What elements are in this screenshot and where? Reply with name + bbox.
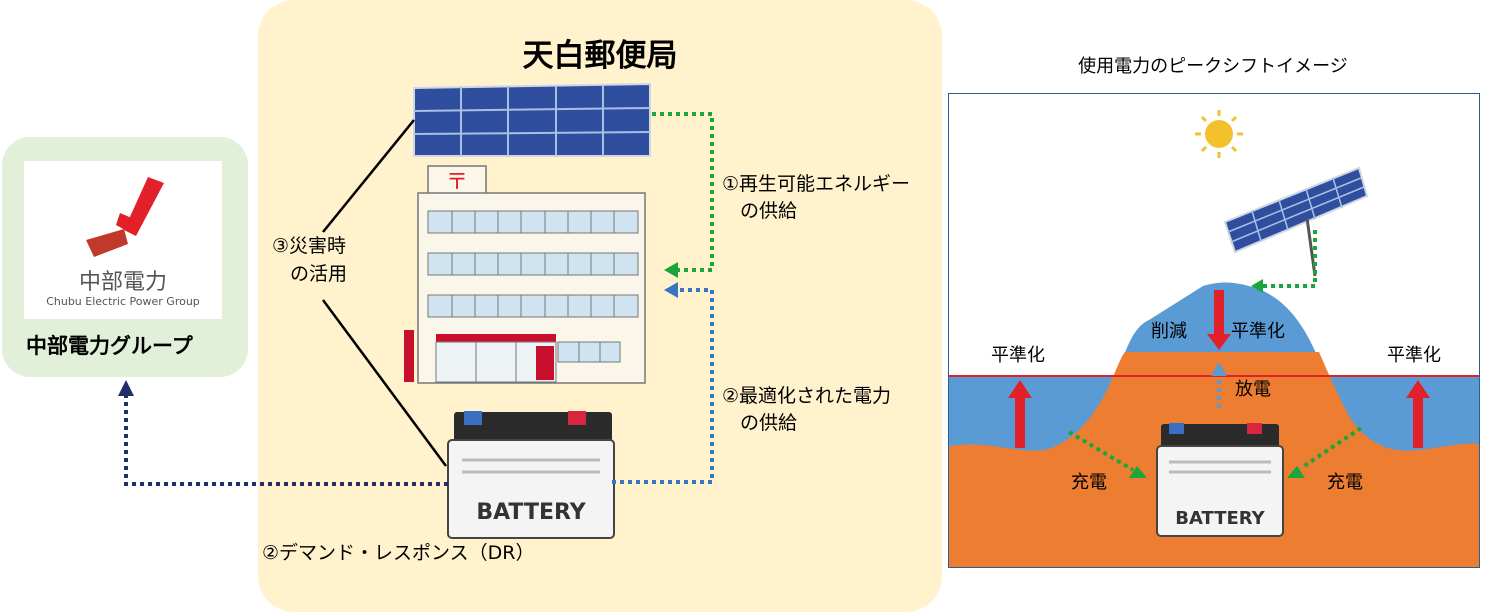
demand-response-label: ②デマンド・レスポンス（DR） xyxy=(262,542,535,564)
charge-left-label: 充電 xyxy=(1071,472,1107,493)
peak-battery-label: BATTERY xyxy=(1175,508,1265,529)
post-office-building-icon: 〒 xyxy=(404,165,646,384)
demand-response-arrow xyxy=(124,394,448,486)
charge-left-arrowhead-icon xyxy=(1129,466,1147,478)
renewable-label-2: の供給 xyxy=(740,200,798,222)
demand-response-arrowhead-icon xyxy=(118,380,134,396)
office-title: 天白郵便局 xyxy=(522,38,678,74)
optimized-label-2: の供給 xyxy=(740,412,798,434)
moon-right-icon xyxy=(1420,116,1445,157)
logo-subtitle: Chubu Electric Power Group xyxy=(46,295,200,308)
company-logo: 中部電力 Chubu Electric Power Group xyxy=(24,161,222,319)
renewable-arrowhead-icon xyxy=(664,262,678,278)
disaster-label-2: の活用 xyxy=(290,263,348,285)
peak-shift-illustration: BATTERY xyxy=(949,110,1479,567)
optimized-label-1: ②最適化された電力 xyxy=(722,385,892,407)
logo-mark-icon xyxy=(86,177,164,257)
levelize-left-label: 平準化 xyxy=(991,345,1045,366)
renewable-label-1: ①再生可能エネルギー xyxy=(722,173,911,195)
optimized-arrowhead-icon xyxy=(664,282,678,298)
disaster-label-1: ③災害時 xyxy=(272,235,347,257)
battery-icon: BATTERY xyxy=(447,411,615,539)
logo-name: 中部電力 xyxy=(78,270,167,295)
charge-right-arrowhead-icon xyxy=(1287,466,1305,478)
svg-text:〒: 〒 xyxy=(446,170,468,195)
battery-label: BATTERY xyxy=(476,500,586,525)
peak-battery-icon: BATTERY xyxy=(1156,423,1284,537)
levelize-right-label: 平準化 xyxy=(1387,345,1441,366)
optimized-supply-arrow xyxy=(612,288,714,484)
peak-shift-panel: BATTERY 平準化 平準化 削減 平準化 放電 充電 充電 xyxy=(948,93,1480,568)
group-title: 中部電力グループ xyxy=(26,334,193,358)
level-up-right-arrow-icon xyxy=(1406,380,1430,448)
solar-panel-icon xyxy=(413,82,651,157)
charge-right-label: 充電 xyxy=(1327,472,1363,493)
solar-to-peak-arrowhead-icon xyxy=(1251,279,1263,293)
reduce-arrow-icon xyxy=(1207,290,1231,350)
solar-to-peak-arrow xyxy=(1261,230,1317,288)
levelize-center-label: 平準化 xyxy=(1231,321,1285,342)
peak-shift-title: 使用電力のピークシフトイメージ xyxy=(1078,56,1348,77)
discharge-label: 放電 xyxy=(1235,379,1271,400)
level-up-left-arrow-icon xyxy=(1008,380,1032,448)
sun-icon xyxy=(1195,110,1243,158)
disaster-connector-lines xyxy=(321,119,448,467)
discharge-arrowhead-icon xyxy=(1211,362,1227,376)
peak-solar-panel-icon xyxy=(1223,166,1369,277)
reduce-label: 削減 xyxy=(1151,321,1187,342)
moon-left-icon xyxy=(1020,116,1045,157)
renewable-supply-arrow xyxy=(652,112,714,272)
